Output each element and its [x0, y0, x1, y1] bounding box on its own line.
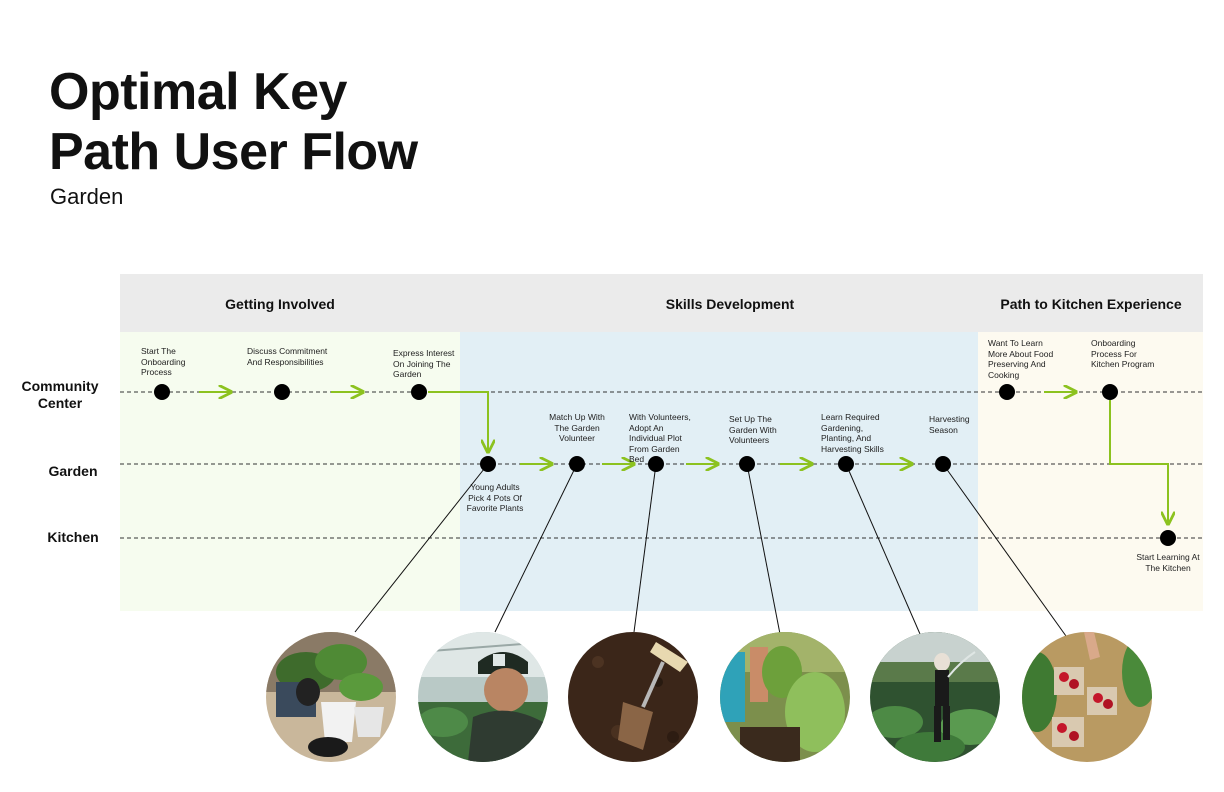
- page-title: Optimal Key Path User Flow: [49, 62, 418, 182]
- zone-getting-involved: [120, 332, 460, 611]
- step-node: [154, 384, 170, 400]
- step-node: [838, 456, 854, 472]
- title-line-1: Optimal Key: [49, 63, 347, 121]
- title-line-2: Path User Flow: [49, 123, 418, 181]
- lane-label-kitchen: Kitchen: [47, 529, 99, 545]
- step-node: [739, 456, 755, 472]
- flow-arrow: [1109, 400, 1168, 524]
- watering-garden-photo: [870, 632, 1000, 762]
- photo-connector: [354, 463, 489, 633]
- step-label-pick-pots: Young Adults Pick 4 Pots Of Favorite Pla…: [466, 482, 524, 513]
- photo-connector: [633, 463, 657, 633]
- step-label-start-onboarding: Start The Onboarding Process: [141, 346, 186, 377]
- step-node: [569, 456, 585, 472]
- zone-skills-development: [460, 332, 978, 611]
- flow-arrow: [428, 391, 488, 452]
- photo-connector: [942, 463, 1067, 637]
- step-node: [999, 384, 1015, 400]
- step-label-discuss-commitment: Discuss Commitment And Responsibilities: [247, 346, 328, 367]
- step-label-start-learning-kitchen: Start Learning At The Kitchen: [1136, 552, 1200, 573]
- phase-label-skills-development: Skills Development: [665, 296, 795, 312]
- lane-label-community-center: Community Center: [21, 378, 99, 411]
- page-subtitle: Garden: [50, 184, 124, 209]
- photo-connector: [746, 463, 781, 635]
- step-label-set-up-garden: Set Up The Garden With Volunteers: [729, 414, 777, 445]
- step-node: [1160, 530, 1176, 546]
- step-node: [648, 456, 664, 472]
- phase-label-path-to-kitchen: Path to Kitchen Experience: [1000, 296, 1182, 312]
- step-node: [411, 384, 427, 400]
- step-label-learn-skills: Learn Required Gardening, Planting, And …: [821, 412, 884, 454]
- lane-label-garden: Garden: [48, 463, 98, 479]
- strawberry-harvest-photo: [1022, 632, 1152, 762]
- step-node: [480, 456, 496, 472]
- phase-header-bar: [120, 274, 1203, 332]
- step-node: [1102, 384, 1118, 400]
- step-node: [935, 456, 951, 472]
- garden-setup-photo: [720, 632, 850, 762]
- photo-connector: [494, 463, 578, 633]
- step-label-harvesting-season: Harvesting Season: [929, 414, 970, 435]
- step-label-express-interest: Express Interest On Joining The Garden: [393, 348, 455, 379]
- photo-connector: [845, 463, 921, 635]
- step-label-onboarding-kitchen: Onboarding Process For Kitchen Program: [1091, 338, 1155, 369]
- soil-trowel-photo: [568, 632, 698, 762]
- step-label-match-volunteer: Match Up With The Garden Volunteer: [549, 412, 605, 443]
- volunteer-greenhouse-photo: [418, 632, 548, 762]
- step-label-learn-food-preserving: Want To Learn More About Food Preserving…: [988, 338, 1054, 380]
- step-node: [274, 384, 290, 400]
- potted-plants-photo: [266, 632, 396, 762]
- zone-path-to-kitchen: [978, 332, 1203, 611]
- step-label-adopt-plot: With Volunteers, Adopt An Individual Plo…: [629, 412, 691, 464]
- phase-label-getting-involved: Getting Involved: [225, 296, 335, 312]
